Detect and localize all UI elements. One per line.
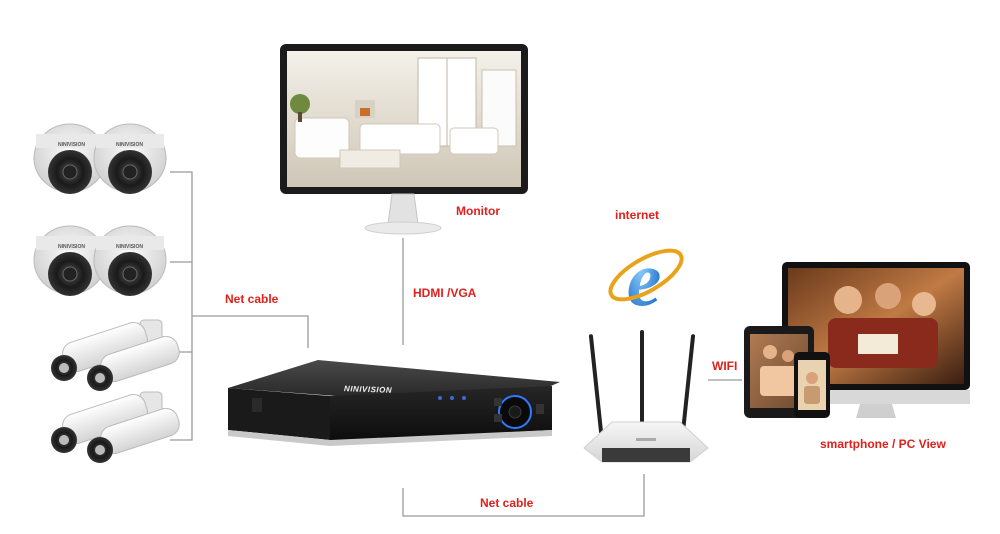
camera-bus-line [170, 171, 193, 441]
internet-label: internet [615, 208, 660, 222]
remote-view-label: smartphone / PC View [820, 437, 946, 451]
dome-camera-2 [93, 123, 167, 194]
net-cable-bottom-label: Net cable [480, 496, 534, 510]
monitor-label: Monitor [456, 204, 500, 218]
camera-logo-3: NINIVISION [58, 244, 85, 250]
router-antenna-3 [680, 334, 696, 434]
hdmi-vga-label: HDMI /VGA [413, 286, 477, 300]
net-cable-cameras-label: Net cable [225, 292, 279, 306]
dome-camera-4 [93, 225, 167, 296]
router-antenna-2 [640, 330, 644, 434]
dome-camera-1 [33, 123, 107, 194]
bullet-camera-2 [87, 335, 180, 391]
camera-logo-1: NINIVISION [58, 142, 85, 148]
svg-text:e: e [627, 235, 662, 322]
bullet-camera-4 [87, 407, 180, 463]
router-antenna-1 [588, 334, 604, 434]
net-cable-line [192, 315, 309, 348]
camera-logo-2: NINIVISION [116, 142, 143, 148]
wifi-label: WIFI [712, 359, 738, 373]
dome-camera-3 [33, 225, 107, 296]
smartphone [794, 352, 830, 418]
camera-logo-4: NINIVISION [116, 244, 143, 250]
bottom-net-cable-line [402, 474, 645, 517]
